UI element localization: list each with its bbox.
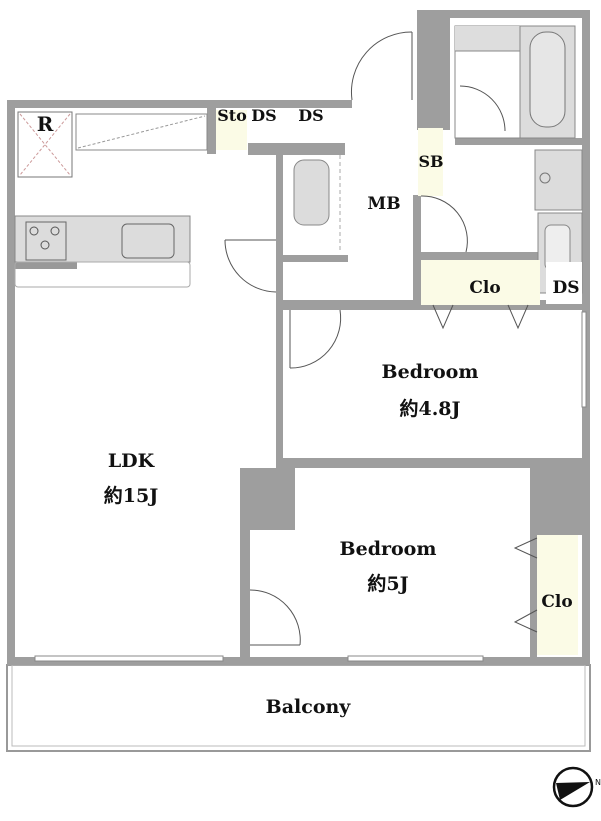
closet-2 (537, 535, 578, 655)
shoe-box (418, 128, 443, 196)
bathtub-icon (529, 31, 566, 128)
refrigerator-space (17, 111, 73, 178)
upper-cabinet (75, 113, 208, 151)
north-label: N (595, 778, 601, 787)
doors (224, 31, 538, 646)
ds-3-space (546, 262, 582, 304)
bedroom-1-size: 約4.8J (399, 397, 460, 420)
walls (7, 10, 590, 665)
stove-icon (25, 221, 67, 261)
storage-area (216, 110, 247, 150)
shoe-box-label: SB (418, 152, 443, 171)
toilet (283, 155, 345, 255)
sink-icon (121, 223, 175, 259)
storage-label: Sto (217, 106, 247, 125)
closet-1-label: Clo (469, 278, 500, 298)
refrigerator-label: R (37, 112, 54, 136)
balcony-label: Balcony (266, 696, 352, 718)
bedroom-2-label: Bedroom (340, 538, 437, 560)
bedroom-2-size: 約5J (367, 572, 408, 595)
north-arrow-icon: N (552, 766, 601, 808)
closet-1 (421, 260, 540, 305)
meter-box-label: MB (367, 194, 400, 214)
windows (34, 311, 587, 662)
ds-label-1: DS (251, 106, 276, 125)
closet-2-label: Clo (541, 592, 572, 612)
bedroom-1-label: Bedroom (382, 361, 479, 383)
ldk-label: LDK (108, 450, 156, 472)
bathroom (454, 25, 576, 139)
ldk-size: 約15J (104, 484, 158, 507)
ds-label-3: DS (552, 278, 579, 298)
kitchen-counter (14, 215, 191, 288)
ds-label-2: DS (298, 106, 323, 125)
